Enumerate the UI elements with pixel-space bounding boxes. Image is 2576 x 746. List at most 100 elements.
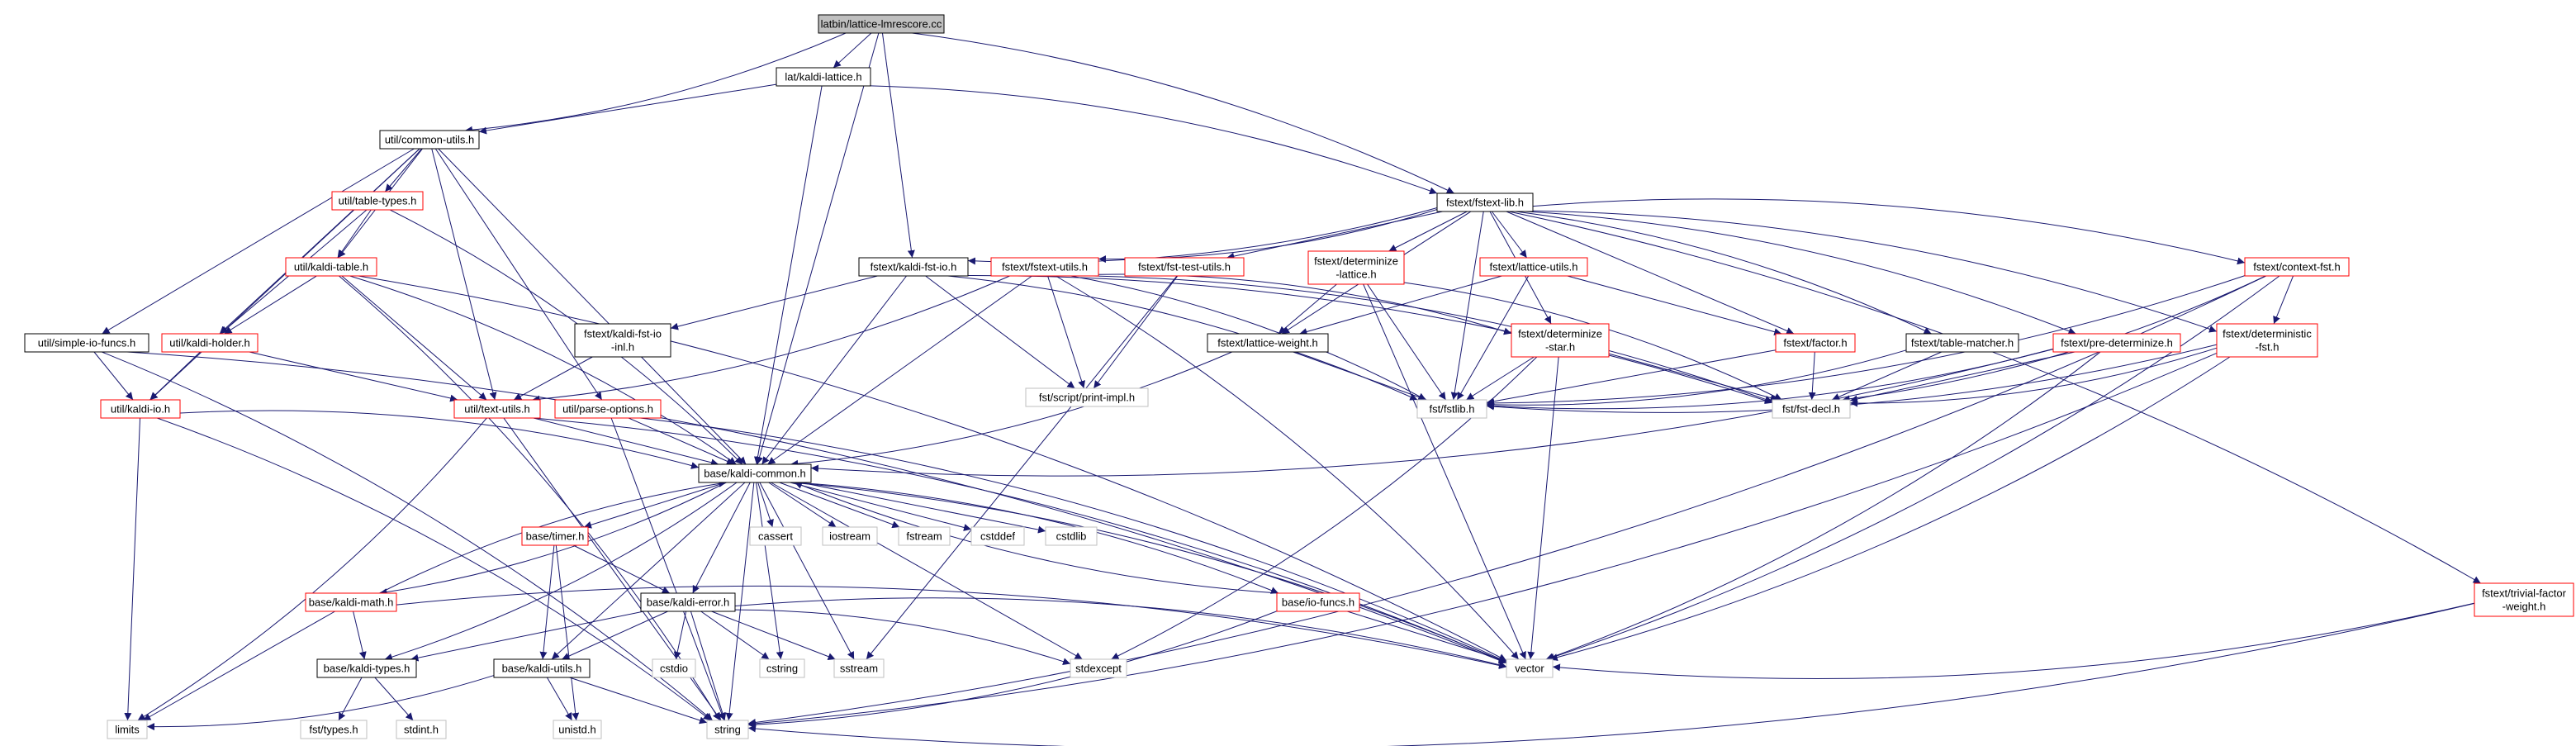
node-util-common-utils-h[interactable]: util/common-utils.h — [379, 130, 480, 150]
node-util-text-utils-h[interactable]: util/text-utils.h — [453, 399, 541, 419]
node-base-io-funcs-h[interactable]: base/io-funcs.h — [1276, 592, 1360, 612]
node-box — [1436, 192, 1534, 212]
node-vector[interactable]: vector — [1506, 658, 1554, 678]
edge-deterministic_fst-to-string — [747, 352, 2218, 728]
edge-determinize_star-to-vector — [1527, 356, 1559, 660]
node-cstring[interactable]: cstring — [759, 658, 805, 678]
node-unistd-h[interactable]: unistd.h — [553, 720, 602, 739]
node-fst-fstlib-h[interactable]: fst/fstlib.h — [1416, 399, 1487, 419]
node-fstext-determinize-lattice-h[interactable]: fstext/determinize-lattice.h — [1307, 250, 1405, 285]
node-iostream[interactable]: iostream — [822, 526, 878, 546]
edge-parse_options-to-string — [610, 417, 725, 721]
node-fstext-fst-test-utils-h[interactable]: fstext/fst-test-utils.h — [1124, 257, 1245, 277]
node-latbin-lattice-lmrescore-cc[interactable]: latbin/lattice-lmrescore.cc — [818, 14, 945, 34]
node-base-kaldi-math-h[interactable]: base/kaldi-math.h — [305, 592, 397, 612]
edge-kaldi_common-to-sstream — [759, 482, 855, 660]
node-util-kaldi-io-h[interactable]: util/kaldi-io.h — [100, 399, 181, 419]
node-cassert[interactable]: cassert — [749, 526, 802, 546]
edge-kaldi_error-to-vector — [734, 597, 1507, 669]
edge-fstext_lib-to-fst_test_utils — [1226, 211, 1443, 260]
node-fstream[interactable]: fstream — [898, 526, 951, 546]
node-box — [640, 592, 736, 612]
edge-timer-to-kaldi_error — [572, 544, 671, 594]
edge-kaldi_common-to-kaldi_utils — [551, 482, 746, 660]
edge-root-to-kaldi_lattice — [833, 32, 872, 69]
node-stdexcept[interactable]: stdexcept — [1070, 658, 1127, 678]
node-fstext-fstext-lib-h[interactable]: fstext/fstext-lib.h — [1436, 192, 1534, 212]
node-base-timer-h[interactable]: base/timer.h — [521, 526, 589, 546]
node-fstext-factor-h[interactable]: fstext/factor.h — [1775, 333, 1856, 353]
node-fst-script-print-impl-h[interactable]: fst/script/print-impl.h — [1025, 387, 1149, 407]
node-box — [1276, 592, 1360, 612]
node-label: base/kaldi-error.h — [647, 596, 729, 609]
node-fstext-pre-determinize-h[interactable]: fstext/pre-determinize.h — [2052, 333, 2181, 353]
node-box — [553, 720, 602, 739]
node-limits[interactable]: limits — [107, 720, 148, 739]
node-fstext-lattice-weight-h[interactable]: fstext/lattice-weight.h — [1207, 333, 1329, 353]
node-label: fstext/lattice-utils.h — [1490, 261, 1578, 273]
edge-fstext_lib-to-factor — [1506, 211, 1795, 335]
node-label: util/kaldi-table.h — [294, 261, 368, 273]
edge-kaldi_io-to-limits — [124, 417, 141, 721]
node-util-kaldi-table-h[interactable]: util/kaldi-table.h — [285, 257, 377, 277]
edge-parse_options-to-vector — [640, 417, 1507, 663]
node-fstext-fstext-utils-h[interactable]: fstext/fstext-utils.h — [990, 257, 1099, 277]
node-fst-types-h[interactable]: fst/types.h — [300, 720, 368, 739]
node-fstext-trivial-factor-weight-h[interactable]: fstext/trivial-factor-weight.h — [2474, 582, 2574, 617]
node-label: cstdlib — [1056, 530, 1087, 543]
edge-io_funcs-to-string — [747, 611, 1278, 729]
node-label: stdexcept — [1075, 663, 1122, 675]
edge-kaldi_common-to-cstring — [756, 482, 784, 660]
node-label: -lattice.h — [1335, 268, 1376, 281]
node-string[interactable]: string — [706, 720, 749, 739]
node-label: fstext/determinize — [1314, 255, 1398, 268]
node-box — [521, 526, 589, 546]
node-cstddef[interactable]: cstddef — [970, 526, 1025, 546]
edge-fstext_utils-to-fst_decl — [1093, 275, 1773, 403]
edge-kaldi_error-to-kaldi_utils — [562, 611, 668, 660]
edge-pre_determinize-to-fst_decl — [1849, 351, 2076, 403]
node-label: util/simple-io-funcs.h — [38, 337, 136, 349]
node-fstext-kaldi-fst-io-h[interactable]: fstext/kaldi-fst-io.h — [858, 257, 969, 277]
node-fstext-deterministic-fst-h[interactable]: fstext/deterministic-fst.h — [2216, 323, 2318, 358]
edge-kaldi_error-to-stdexcept — [734, 609, 1071, 665]
node-base-kaldi-utils-h[interactable]: base/kaldi-utils.h — [493, 658, 591, 678]
edge-context_fst-to-deterministic_fst — [2273, 275, 2294, 325]
edge-common_utils-to-kaldi_io — [149, 148, 420, 401]
node-util-kaldi-holder-h[interactable]: util/kaldi-holder.h — [161, 333, 259, 353]
node-fstext-determinize-star-h[interactable]: fstext/determinize-star.h — [1511, 323, 1610, 358]
node-base-kaldi-types-h[interactable]: base/kaldi-types.h — [316, 658, 417, 678]
node-cstdio[interactable]: cstdio — [652, 658, 696, 678]
node-label: string — [714, 724, 741, 736]
edge-kaldi_error-to-cstdio — [673, 611, 687, 660]
node-fstext-lattice-utils-h[interactable]: fstext/lattice-utils.h — [1479, 257, 1588, 277]
node-stdint-h[interactable]: stdint.h — [396, 720, 447, 739]
node-util-simple-io-funcs-h[interactable]: util/simple-io-funcs.h — [24, 333, 149, 353]
node-box — [652, 658, 696, 678]
edge-kaldi_common-to-iostream — [768, 482, 837, 528]
edge-fstext_lib-to-determinize_lattice — [1388, 211, 1468, 252]
node-util-parse-options-h[interactable]: util/parse-options.h — [554, 399, 662, 419]
node-box — [1045, 526, 1098, 546]
edge-io_funcs-to-kaldi_common — [794, 482, 1279, 594]
node-box — [316, 658, 417, 678]
node-base-kaldi-error-h[interactable]: base/kaldi-error.h — [640, 592, 736, 612]
node-cstdlib[interactable]: cstdlib — [1045, 526, 1098, 546]
edge-fst_test_utils-to-sstream — [866, 275, 1178, 660]
edge-kaldi_common-to-kaldi_math — [379, 482, 727, 596]
node-fst-fst-decl-h[interactable]: fst/fst-decl.h — [1772, 399, 1851, 419]
node-base-kaldi-common-h[interactable]: base/kaldi-common.h — [698, 463, 812, 483]
edge-kaldi_table-to-kaldi_holder — [224, 275, 317, 335]
node-label: fst/types.h — [309, 724, 358, 736]
node-fstext-table-matcher-h[interactable]: fstext/table-matcher.h — [1905, 333, 2019, 353]
node-fstext-context-fst-h[interactable]: fstext/context-fst.h — [2244, 257, 2350, 277]
edge-kaldi_fst_io-to-fstlib — [947, 275, 1418, 401]
node-sstream[interactable]: sstream — [833, 658, 885, 678]
node-lat-kaldi-lattice-h[interactable]: lat/kaldi-lattice.h — [776, 67, 871, 87]
edge-kaldi_fst_io_inl-to-text_utils — [513, 356, 593, 401]
node-fstext-kaldi-fst-io-inl-h[interactable]: fstext/kaldi-fst-io-inl.h — [574, 323, 671, 358]
node-label: fst/fstlib.h — [1430, 403, 1475, 416]
edge-kaldi_lattice-to-fstext_lib — [870, 85, 1438, 195]
node-util-table-types-h[interactable]: util/table-types.h — [331, 191, 424, 211]
node-box — [493, 658, 591, 678]
